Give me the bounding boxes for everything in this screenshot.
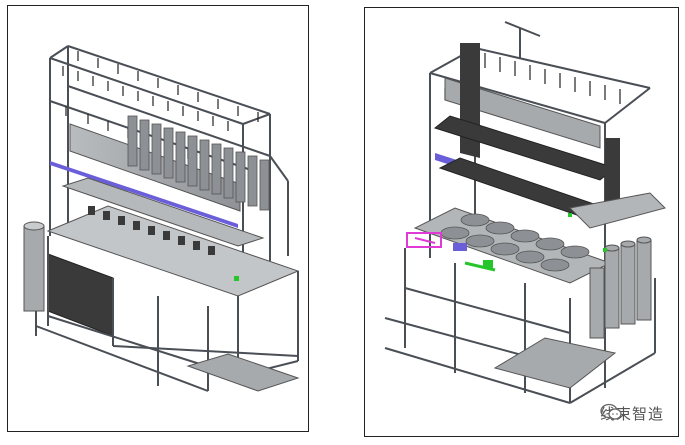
blue-rail <box>50 161 238 228</box>
curved-forms <box>440 213 590 272</box>
dark-side-panel <box>47 253 114 337</box>
top-panel <box>444 77 601 149</box>
cad-view-left <box>7 5 309 432</box>
side-tray <box>568 192 666 229</box>
upper-shelf <box>61 177 265 247</box>
cad-view-right: 线束智造 <box>364 7 679 437</box>
side-cylinder <box>23 225 45 312</box>
wechat-bubble-icon <box>600 403 622 420</box>
cylinder-row <box>127 115 270 211</box>
dark-side-board <box>605 138 620 218</box>
right-workbench-drawing <box>384 21 666 404</box>
upper-rack-frame <box>49 45 289 281</box>
bottom-shelf <box>186 353 300 392</box>
green-markers <box>568 213 607 252</box>
lower-frame <box>384 248 656 404</box>
colored-wiring <box>406 232 496 272</box>
lower-shelf <box>493 337 617 389</box>
green-marker <box>234 276 239 281</box>
watermark: 线束智造 <box>600 403 664 424</box>
connector-row <box>88 206 215 255</box>
cylinder-cluster <box>589 236 652 339</box>
left-workbench-drawing <box>23 45 300 392</box>
